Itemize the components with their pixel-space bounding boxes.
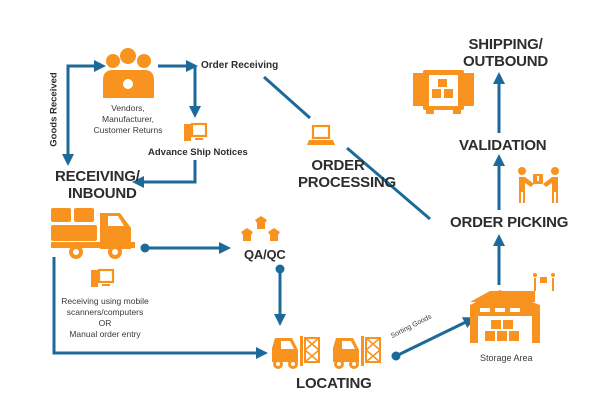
computer-icon [91,268,115,287]
order-processing-line1: ORDER [311,157,365,174]
receiving-title-line1: RECEIVING/ [55,168,140,185]
boxes-icon [241,216,280,241]
qaqc-label: QA/QC [244,247,286,262]
laptop-icon [307,124,335,145]
receiving-note-line4: Manual order entry [69,329,141,339]
receiving-note-line3: OR [98,318,112,328]
receiving-note-line1: Receiving using mobile [61,296,149,306]
asn-label: Advance Ship Notices [148,147,248,158]
order-processing-title: ORDER PROCESSING [298,157,397,191]
shipping-title-line1: SHIPPING/ [468,36,543,53]
storage-area-label: Storage Area [480,353,533,363]
arrow-sorting-goods [395,317,476,358]
people-group-icon [103,48,154,98]
receiving-note-line2: scanners/computers [66,307,144,317]
connector-dot [275,264,285,274]
arrow-asn-to-receiving [132,160,197,188]
vendors-label: Vendors, Manufacturer, Customer Returns [93,103,163,135]
warehouse-icon [470,290,540,343]
order-receiving-label: Order Receiving [201,60,279,71]
line-order-receiving-to-processing [263,75,311,120]
line-processing-to-picking [346,146,431,221]
handover-icon [533,273,555,291]
container-icon [413,70,474,114]
forklift-icon [272,336,320,369]
goods-received-label: Goods Received [48,72,60,147]
locating-label: LOCATING [296,375,372,392]
forklift-icon [333,336,381,369]
receiving-title: RECEIVING/ INBOUND [55,168,140,202]
shipping-title-line2: OUTBOUND [463,53,549,70]
order-picking-label: ORDER PICKING [450,214,569,231]
connector-dot [391,351,401,361]
validation-label: VALIDATION [459,137,547,154]
receiving-title-line2: INBOUND [68,185,137,202]
handover-icon [518,167,559,203]
shipping-title: SHIPPING/ OUTBOUND [463,36,548,70]
arrow-goods-received [62,60,106,166]
computer-icon [184,122,208,141]
connector-dot [140,243,150,253]
arrow-receiving-to-locating [52,257,268,359]
truck-icon [51,208,135,259]
receiving-note: Receiving using mobile scanners/computer… [55,296,155,340]
order-processing-line2: PROCESSING [298,174,397,191]
